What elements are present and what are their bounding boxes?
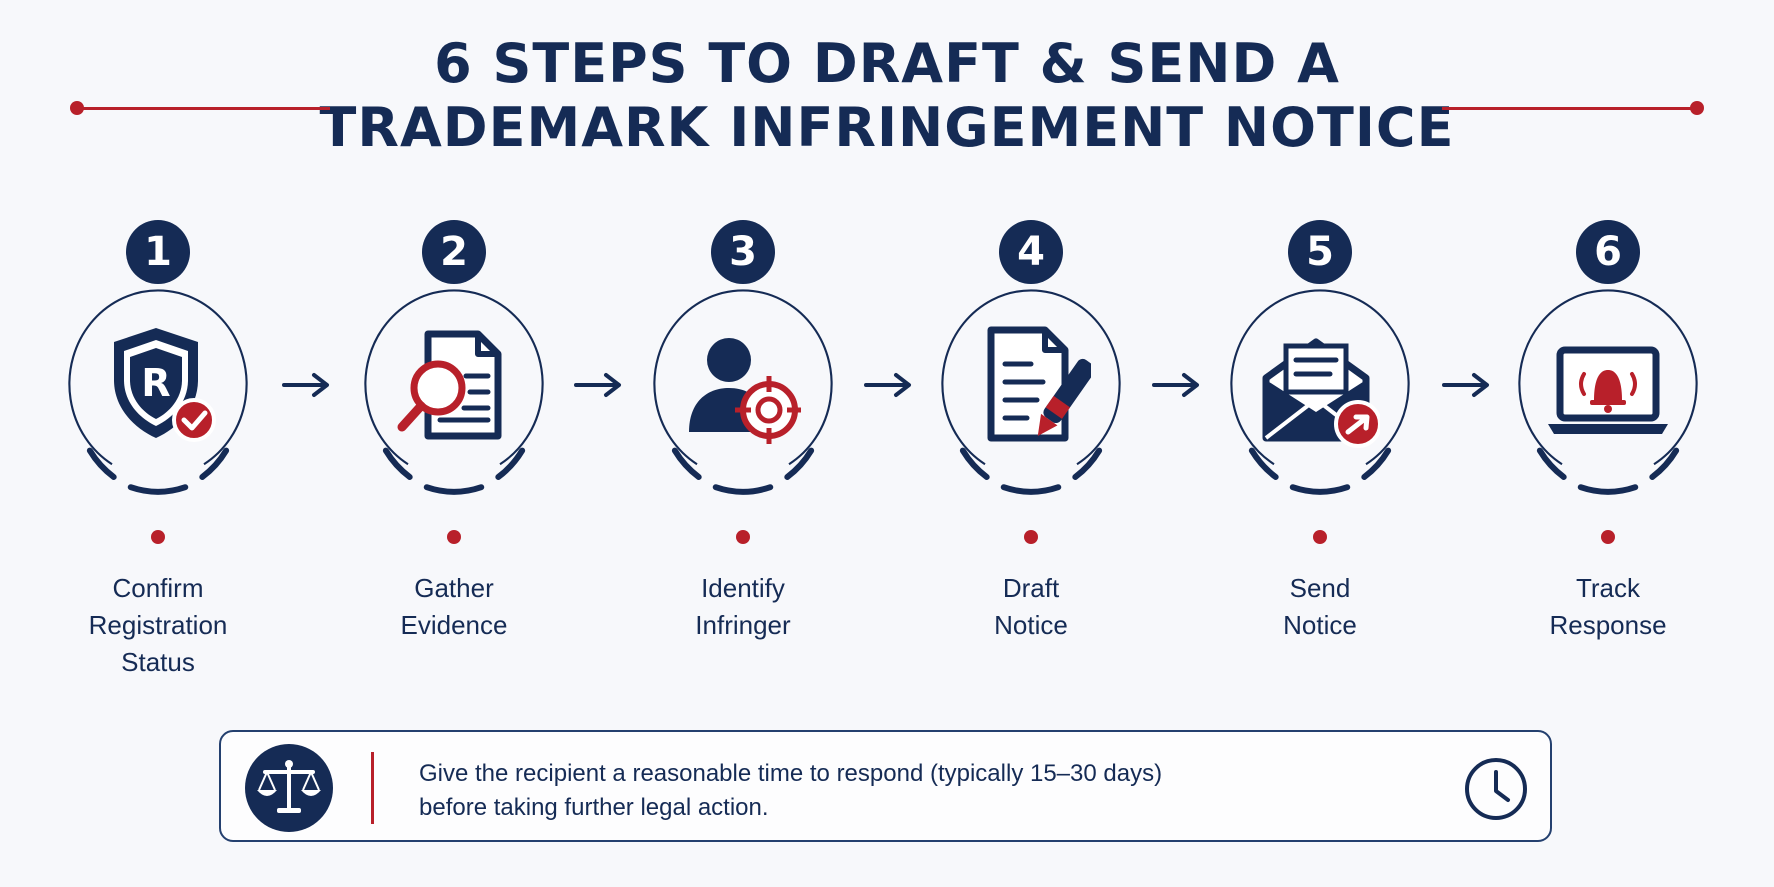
step-number-badge: 6 [1576,220,1640,284]
step-bullet [1601,530,1615,544]
step-label: Draft Notice [901,570,1161,644]
step-number-badge: 2 [422,220,486,284]
clock-icon [1465,758,1527,820]
step-label-line: Status [121,647,195,677]
arrow-right-icon [1152,373,1199,397]
step-label: Track Response [1478,570,1738,644]
step-bullet [1313,530,1327,544]
step-bullet [1024,530,1038,544]
step-label: Identify Infringer [613,570,873,644]
laptop-alarm-icon [1548,346,1668,434]
step-label-line: Registration [88,610,228,640]
step-number-badge: 1 [126,220,190,284]
step-label-line: Response [1549,610,1667,640]
step-label-line: Evidence [400,610,508,640]
title-rule-left-dot [70,101,84,115]
step-label-line: Gather [414,573,494,603]
document-magnifier-icon [397,330,502,440]
note-line-1: Give the recipient a reasonable time to … [419,760,1163,787]
page-title: 6 STEPS TO DRAFT & SEND A TRADEMARK INFR… [0,32,1774,160]
title-line-2: TRADEMARK INFRINGEMENT NOTICE [319,96,1455,159]
step-label-line: Confirm [112,573,204,603]
step-label-line: Notice [994,610,1068,640]
scales-of-justice-icon [257,760,321,813]
note-badge [245,744,333,832]
note-divider [371,752,374,824]
note-text: Give the recipient a reasonable time to … [419,757,1319,825]
step-label-line: Identify [701,573,785,603]
step-3: 3 Identify Infringer [633,220,853,680]
svg-text:R: R [141,361,170,405]
note-line-2: before taking further legal action. [419,794,769,821]
step-number-badge: 4 [999,220,1063,284]
title-rule-right-dot [1690,101,1704,115]
document-pen-icon [987,326,1091,442]
shield-registered-check-icon: R [114,328,216,442]
step-4: 4 Draft Notice [921,220,1141,680]
title-rule-right [1442,107,1696,110]
step-5: 5 Send Notice [1210,220,1430,680]
step-label-line: Notice [1283,610,1357,640]
arrow-right-icon [574,373,621,397]
person-target-icon [689,338,801,444]
title-line-1: 6 STEPS TO DRAFT & SEND A [434,32,1340,95]
envelope-send-icon [1262,338,1380,448]
step-label: Send Notice [1190,570,1450,644]
step-number-badge: 5 [1288,220,1352,284]
note-box: Give the recipient a reasonable time to … [219,730,1552,842]
step-bullet [447,530,461,544]
step-number-badge: 3 [711,220,775,284]
step-bullet [151,530,165,544]
title-rule-left [76,107,330,110]
step-label-line: Infringer [695,610,791,640]
arrow-right-icon [1442,373,1489,397]
step-label: Gather Evidence [324,570,584,644]
step-1: 1 R Confirm Registration Status [48,220,268,680]
step-bullet [736,530,750,544]
arrow-right-icon [864,373,911,397]
step-label-line: Draft [1002,573,1060,603]
step-2: 2 Gather Evidence [344,220,564,680]
step-label-line: Send [1289,573,1351,603]
step-label-line: Track [1575,573,1641,603]
arrow-right-icon [282,373,329,397]
step-6: 6 Track Response [1498,220,1718,680]
step-label: Confirm Registration Status [28,570,288,681]
